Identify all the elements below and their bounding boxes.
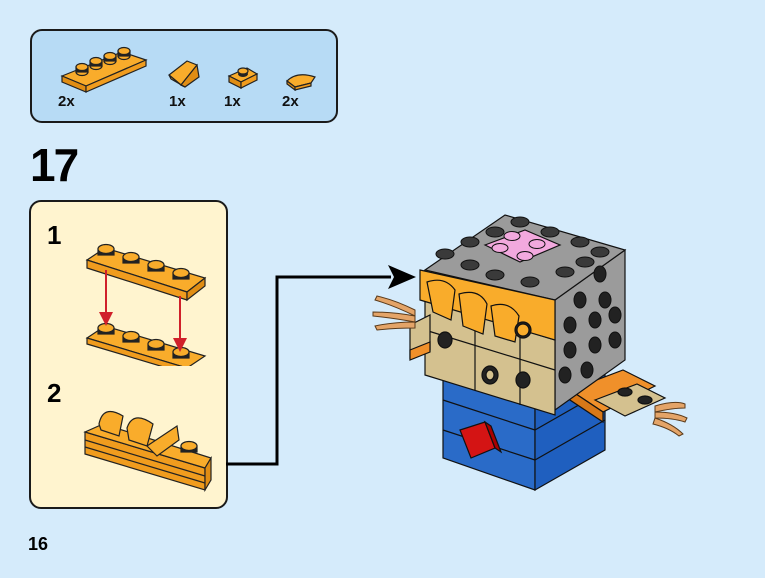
placement-arrow-icon	[99, 270, 187, 352]
callout-connector-arrow-icon	[226, 265, 416, 466]
part-slope-1x1-icon	[167, 59, 203, 89]
part-quantity: 2x	[282, 93, 299, 110]
side-studs	[558, 265, 622, 384]
part-plate-1x1-icon	[227, 64, 261, 90]
part-plate-1x4-icon	[58, 46, 150, 94]
sub-step-2-illustration	[83, 410, 212, 492]
red-tile	[459, 420, 503, 459]
left-plume	[372, 295, 416, 331]
right-plume	[652, 401, 688, 437]
top-studs	[435, 216, 610, 288]
plate-1x4-bottom	[85, 322, 207, 366]
part-quantity: 1x	[224, 93, 241, 110]
plate-1x4-top	[85, 243, 207, 302]
sub-step-number: 2	[47, 378, 62, 408]
brickheadz-model-illustration	[372, 214, 688, 492]
sub-step-number: 1	[47, 220, 62, 250]
page-number: 16	[28, 534, 49, 554]
sub-step-1-illustration	[85, 243, 207, 366]
sub-step-box: 1 2	[29, 200, 228, 509]
pink-studs	[491, 231, 546, 261]
parts-list-box: 2x 1x 1x 2x	[30, 29, 338, 123]
part-quantity: 1x	[169, 93, 186, 110]
hair-orange	[419, 269, 556, 343]
part-quantity: 2x	[58, 93, 75, 110]
step-number: 17	[30, 139, 79, 191]
right-arm	[568, 369, 667, 424]
part-tile-quarter-round-icon	[285, 71, 319, 91]
